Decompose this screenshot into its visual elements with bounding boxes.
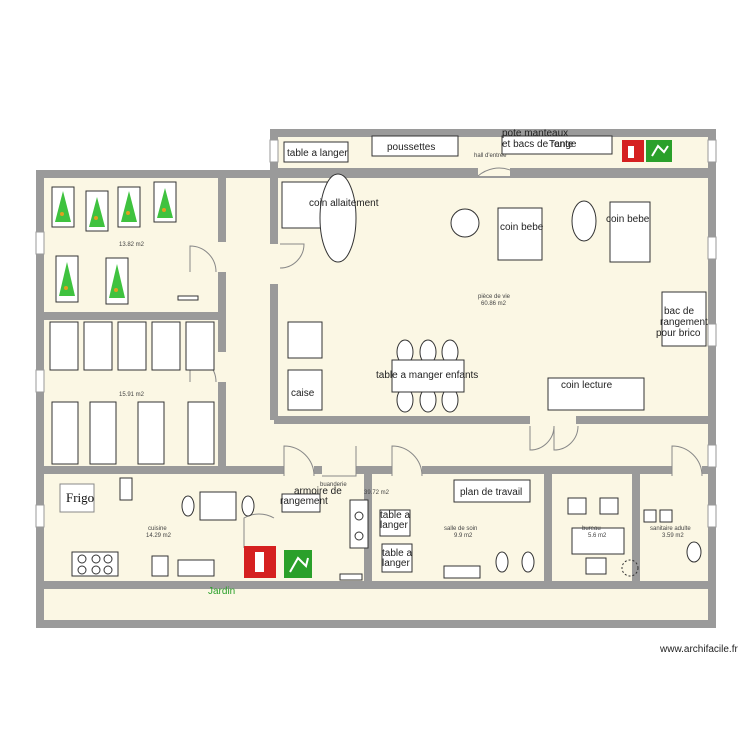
- shelf: [177, 295, 199, 301]
- toilet-adult: [686, 541, 702, 563]
- plan-travail-label: plan de travail: [460, 487, 522, 498]
- coin-lecture-label: coin lecture: [561, 380, 613, 391]
- caise-box: [287, 369, 323, 411]
- doors: [189, 166, 703, 548]
- washing-machine: [349, 499, 369, 549]
- toilet-2: [521, 551, 535, 573]
- chair-bureau-2: [599, 497, 619, 515]
- coin-bebe-label-1: coin bebe: [500, 222, 544, 233]
- oval-rug: [571, 200, 597, 242]
- emergency-exit-icon-2: [284, 550, 312, 578]
- table-langer-hall-label: table a langer: [287, 148, 348, 159]
- armoire-label-1: armoire de: [294, 486, 342, 497]
- plant-dots: [60, 208, 166, 292]
- plan-travail-box: [453, 479, 531, 503]
- hall-label: hall d'entrée: [474, 153, 507, 159]
- langer-label-1: langer: [380, 520, 408, 531]
- salle-soin-area: 9.9 m2: [454, 533, 473, 539]
- table-a-label-2: table a: [382, 548, 412, 559]
- buanderie-area: 39.72 m2: [364, 490, 390, 496]
- bureau-area: 5.6 m2: [588, 533, 607, 539]
- counter: [177, 559, 215, 577]
- langer-label-2: langer: [382, 558, 410, 569]
- cushion-ellipse: [319, 173, 357, 263]
- walls: [36, 129, 716, 628]
- round-rug: [450, 208, 480, 238]
- dortoir1-area: 13.82 m2: [119, 242, 145, 248]
- chair-bureau-1: [567, 497, 587, 515]
- table-a-label-1: table a: [380, 510, 410, 521]
- porte-manteaux-label-2: et bacs de range: [502, 139, 577, 150]
- table-enfants-label: table a manger enfants: [376, 370, 478, 381]
- bac-label-2: rangement: [660, 317, 708, 328]
- frigo-box: [59, 483, 95, 513]
- armoire-label-2: rangement: [280, 496, 328, 507]
- porte-manteaux-box: [501, 135, 613, 155]
- office-chair: [585, 557, 607, 575]
- toilet-1: [495, 551, 509, 573]
- cuisine-area: 14.29 m2: [146, 533, 172, 539]
- bureau-label: bureau: [582, 526, 601, 532]
- poussettes-label: poussettes: [387, 142, 435, 153]
- frigo-label: Frigo: [66, 490, 94, 505]
- kitchen-table: [199, 491, 237, 521]
- table-enfants: [391, 359, 465, 393]
- coin-bebe-box-2: [609, 201, 651, 263]
- caise-label: caise: [291, 388, 315, 399]
- table-langer-soin-2: [381, 543, 413, 573]
- sanitaire-label: sanitaire adulte: [650, 526, 691, 532]
- bac-label-1: bac de: [664, 306, 694, 317]
- sanitaire-area: 3.59 m2: [662, 533, 684, 539]
- emergency-exit-icon: [646, 140, 672, 162]
- cuisine-label: cuisine: [148, 526, 167, 532]
- watermark: www.archifacile.fr: [660, 644, 738, 655]
- coin-allaitement-label: coin allaitement: [309, 198, 379, 209]
- plant-icon: [621, 559, 639, 577]
- tente-label: Tente: [549, 139, 574, 150]
- sink-soin: [443, 565, 481, 579]
- desk: [571, 527, 625, 555]
- sink: [151, 555, 169, 577]
- poussettes-box: [371, 135, 459, 157]
- coin-lecture-box: [547, 377, 645, 411]
- table-langer-hall: [283, 141, 349, 163]
- beds-room2: [49, 321, 215, 465]
- dortoir2-area: 15.91 m2: [119, 392, 145, 398]
- armoire-box: [281, 493, 321, 513]
- piece-vie-label: pièce de vie: [478, 294, 511, 300]
- table-langer-soin-1: [379, 509, 411, 537]
- salle-soin-label: salle de soin: [444, 526, 477, 532]
- windows: [35, 139, 717, 528]
- coin-bebe-box-1: [497, 207, 543, 261]
- buanderie-label: buanderie: [320, 482, 347, 488]
- bin: [119, 477, 133, 501]
- bac-label-3: pour brico: [656, 328, 701, 339]
- coin-bebe-label-2: coin bebe: [606, 214, 650, 225]
- jardin-label: Jardin: [208, 586, 235, 597]
- bac-rangement-box: [661, 291, 707, 347]
- armchair-1: [287, 321, 323, 359]
- piece-vie-area: 60.86 m2: [481, 301, 507, 307]
- plant-icons: [55, 188, 173, 298]
- porte-manteaux-label-1: pote manteaux: [502, 128, 568, 139]
